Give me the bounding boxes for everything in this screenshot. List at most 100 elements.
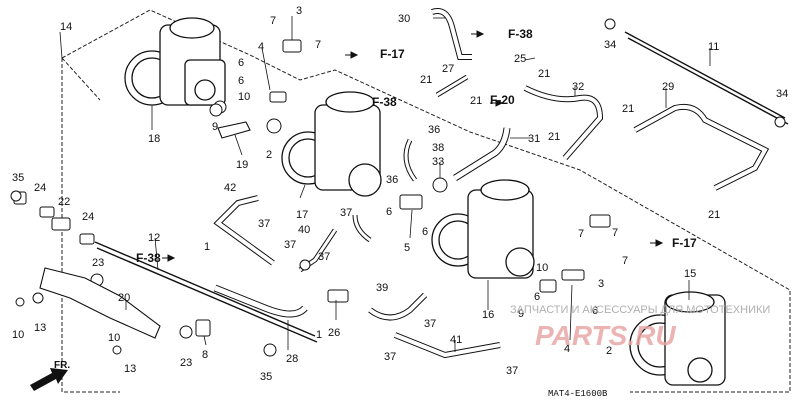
part-label-p1b: 1 — [316, 329, 322, 341]
part-label-p13b: 13 — [124, 363, 136, 375]
part-label-p34a: 34 — [604, 39, 616, 51]
part-label-p2b: 2 — [606, 345, 612, 357]
part-label-p7d: 7 — [612, 227, 618, 239]
part-label-p37a: 37 — [258, 218, 270, 230]
front-direction-arrow-icon — [30, 368, 68, 391]
part-label-p6d: 6 — [422, 226, 428, 238]
fittings — [10, 18, 786, 357]
part-label-p31: 31 — [528, 133, 540, 145]
part-label-p7a: 7 — [270, 15, 276, 27]
reference-label-f38a: F-38 — [372, 95, 397, 109]
part-label-p35b: 35 — [260, 371, 272, 383]
part-label-p37b: 37 — [284, 239, 296, 251]
part-label-p18: 18 — [148, 133, 160, 145]
part-label-p13a: 13 — [34, 322, 46, 334]
part-label-p35a: 35 — [12, 172, 24, 184]
carburetor-bottom-right — [629, 291, 726, 386]
carburetor-center — [281, 91, 382, 197]
part-label-p7c: 7 — [578, 228, 584, 240]
part-label-p17: 17 — [296, 209, 308, 221]
part-label-p26: 26 — [328, 327, 340, 339]
part-label-p38: 38 — [432, 142, 444, 154]
hoses — [213, 8, 770, 359]
part-label-p29: 29 — [662, 81, 674, 93]
part-label-p36b: 36 — [386, 174, 398, 186]
part-label-p6e: 6 — [534, 291, 540, 303]
ref-arrows — [162, 30, 664, 262]
bracket-plate — [39, 121, 251, 339]
part-label-p32: 32 — [572, 81, 584, 93]
part-label-p30: 30 — [398, 13, 410, 25]
part-label-p40: 40 — [298, 224, 310, 236]
part-label-p4b: 4 — [564, 343, 570, 355]
part-label-p39: 39 — [376, 282, 388, 294]
part-label-p24a: 24 — [34, 182, 46, 194]
part-label-p37d: 37 — [424, 318, 436, 330]
part-label-p37e: 37 — [384, 351, 396, 363]
part-label-p19: 19 — [236, 159, 248, 171]
part-label-p23a: 23 — [92, 257, 104, 269]
part-label-p8: 8 — [202, 349, 208, 361]
part-label-p25: 25 — [514, 53, 526, 65]
part-label-p33: 33 — [432, 156, 444, 168]
reference-labels: F-17F-38F-38F-38F-20F-17 — [136, 27, 697, 265]
part-label-p36a: 36 — [428, 124, 440, 136]
part-label-p6c: 6 — [386, 206, 392, 218]
part-label-p10c: 10 — [108, 332, 120, 344]
part-label-p24b: 24 — [82, 211, 94, 223]
part-label-p37g: 37 — [340, 207, 352, 219]
part-label-p21f: 21 — [708, 209, 720, 221]
part-label-p5: 5 — [404, 242, 410, 254]
leader-lines — [59, 16, 711, 352]
part-label-p27: 27 — [442, 63, 454, 75]
diagram-code: MAT4-E1600B — [548, 389, 608, 399]
watermark-text: ЗАПЧАСТИ И АКСЕССУАРЫ ДЛЯ МОТОТЕХНИКИ — [510, 304, 770, 316]
part-label-p3b: 3 — [598, 278, 604, 290]
part-label-p22: 22 — [58, 196, 70, 208]
part-label-p12: 12 — [148, 232, 160, 244]
part-label-p7b: 7 — [315, 39, 321, 51]
carburetor-top-left — [124, 17, 226, 106]
part-label-p9b: 9 — [518, 308, 524, 320]
part-label-p20: 20 — [118, 292, 130, 304]
part-label-p6a: 6 — [238, 57, 244, 69]
reference-label-f38b: F-38 — [508, 27, 533, 41]
part-label-p3a: 3 — [296, 5, 302, 17]
part-label-p15: 15 — [684, 268, 696, 280]
part-label-p10a: 10 — [238, 91, 250, 103]
reference-label-f17a: F-17 — [380, 47, 405, 61]
part-label-p2a: 2 — [266, 149, 272, 161]
direction-label: FR. — [54, 360, 70, 371]
part-label-p41: 41 — [450, 334, 462, 346]
part-label-p23b: 23 — [180, 357, 192, 369]
reference-label-f38c: F-38 — [136, 251, 161, 265]
assembly-frame — [61, 9, 791, 393]
watermark-brand: PARTS.RU — [535, 320, 676, 351]
part-label-p21c: 21 — [470, 95, 482, 107]
part-label-p37f: 37 — [506, 365, 518, 377]
part-label-p21d: 21 — [548, 131, 560, 143]
part-label-p10b: 10 — [12, 329, 24, 341]
part-label-p9a: 9 — [212, 121, 218, 133]
part-label-p21a: 21 — [538, 68, 550, 80]
part-label-p11: 11 — [708, 41, 719, 53]
part-label-p4a: 4 — [258, 41, 264, 53]
part-label-p6f: 6 — [592, 305, 598, 317]
reference-label-f17b: F-17 — [672, 236, 697, 250]
part-label-p14: 14 — [60, 21, 72, 33]
carburetor-right — [431, 179, 535, 279]
part-label-p21b: 21 — [420, 74, 432, 86]
part-label-p21e: 21 — [622, 103, 634, 115]
shafts — [94, 31, 789, 343]
part-label-p34b: 34 — [776, 88, 788, 100]
reference-label-f20: F-20 — [490, 93, 515, 107]
part-label-p7e: 7 — [622, 255, 628, 267]
part-label-p28: 28 — [286, 353, 298, 365]
part-label-p10d: 10 — [536, 262, 548, 274]
part-label-p16: 16 — [482, 309, 494, 321]
part-label-p42: 42 — [224, 182, 236, 194]
part-label-p6b: 6 — [238, 75, 244, 87]
